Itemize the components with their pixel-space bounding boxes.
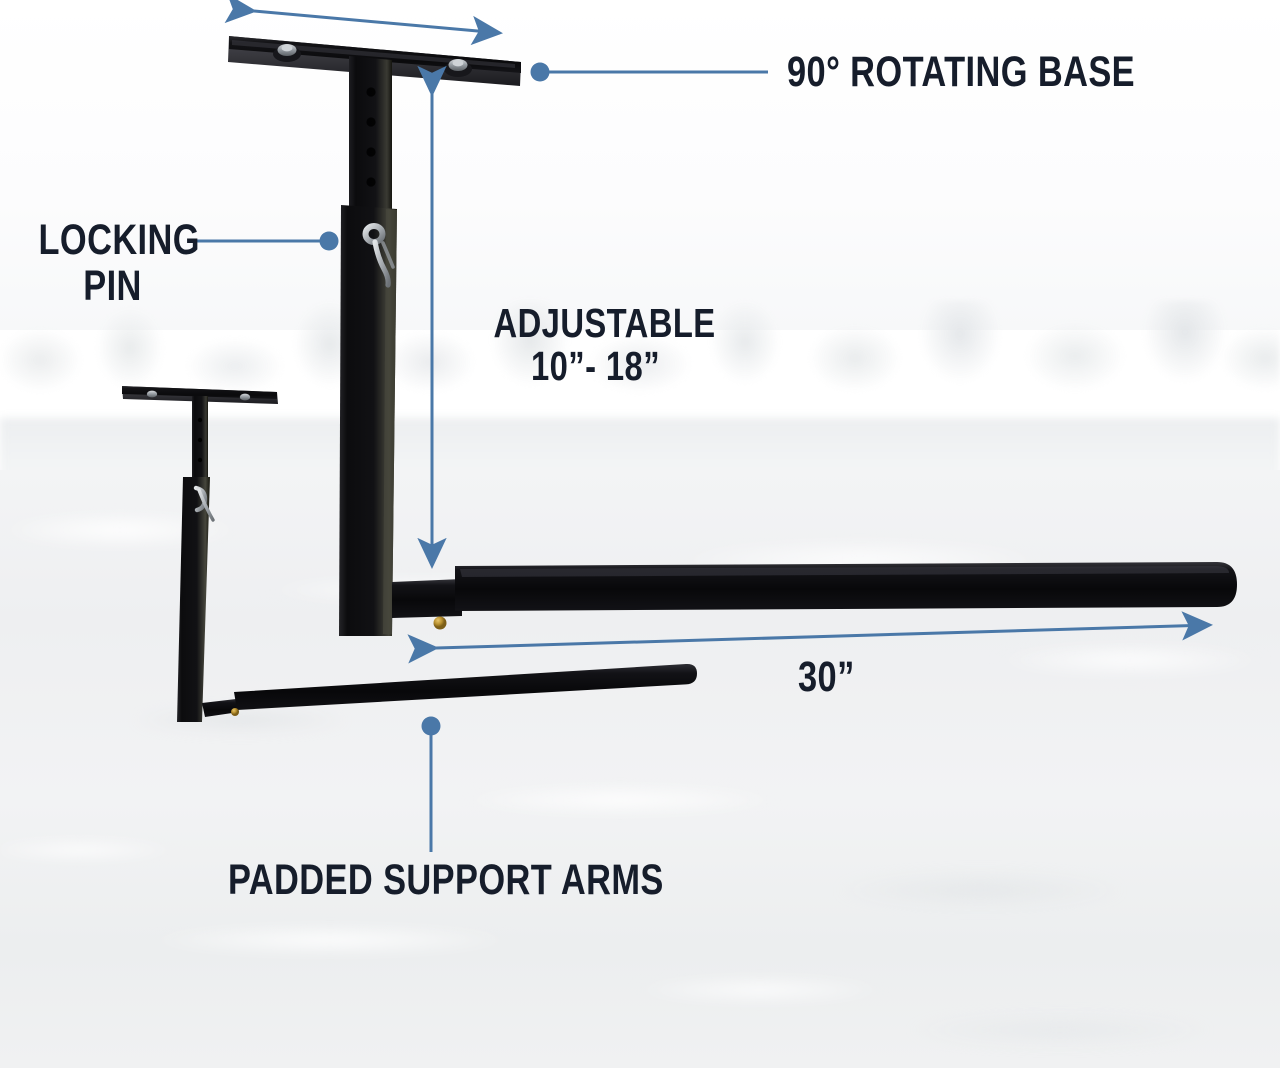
telescoping-outer-sleeve [339, 205, 397, 636]
dimension-arm-length [407, 611, 1213, 664]
rear-outer-sleeve [177, 477, 210, 722]
leader-rotating-base [530, 62, 768, 82]
plate-bolt-right [444, 59, 472, 77]
dimension-base-width [224, 0, 503, 46]
padded-support-arm [392, 562, 1237, 630]
rear-mount-assembly [122, 386, 697, 722]
rear-arm-set-screw [231, 708, 239, 716]
arm-set-screw [433, 616, 447, 630]
plate-bolt-left [273, 44, 301, 62]
height-adjust-inner-post [349, 56, 392, 215]
arm-inner-tube [392, 579, 462, 618]
callout-label-locking-pin: LOCKING PIN [38, 216, 200, 310]
dimension-label-adjustable: ADJUSTABLE 10”- 18” [493, 300, 716, 390]
rear-arm-stub [202, 699, 239, 717]
rear-arm-pad [234, 663, 697, 710]
front-mount-assembly [228, 36, 1237, 636]
callout-label-padded-arms: PADDED SUPPORT ARMS [228, 856, 664, 904]
leader-locking-pin [192, 231, 339, 251]
callout-label-rotating-base: 90° ROTATING BASE [787, 48, 1136, 96]
rear-plate-bolt-right [239, 393, 251, 401]
rear-inner-post [192, 396, 208, 478]
leader-padded-arms [421, 716, 441, 852]
rear-ceiling-plate [122, 386, 278, 404]
leader-dot-padded-arms [421, 716, 441, 736]
rear-support-arm [202, 663, 697, 717]
rear-locking-pin-clip [193, 485, 215, 522]
locking-pin-clip [362, 223, 395, 288]
arm-top-highlight [460, 566, 1229, 577]
leader-dot-locking-pin [319, 231, 339, 251]
rear-plate-bolt-left [146, 390, 158, 398]
leader-dot-rotating-base [530, 62, 550, 82]
dimension-label-arm-length: 30” [798, 653, 855, 701]
sleeve-highlight-edge [383, 209, 397, 634]
